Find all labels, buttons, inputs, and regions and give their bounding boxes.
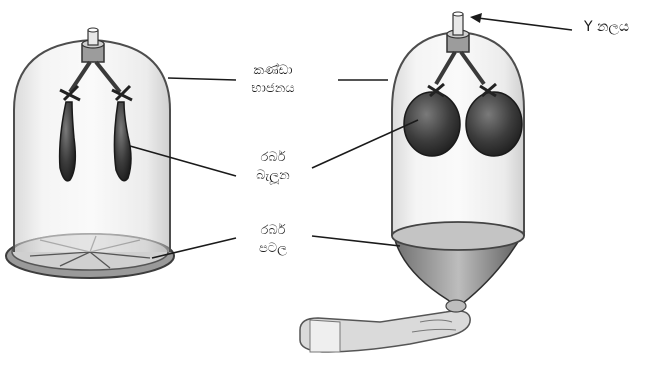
label-balloons-line2: බැලූන: [238, 167, 308, 185]
sleeve-cuff: [310, 320, 340, 352]
ytube-arrowhead: [470, 13, 482, 23]
leader-diaphragm-right: [312, 236, 400, 246]
label-bell-jar-line1: කණ්ඩා: [238, 62, 308, 80]
hand: [300, 300, 470, 352]
label-bell-jar: කණ්ඩා භාජනය: [238, 62, 308, 98]
left-bell-jar: [6, 28, 174, 278]
label-diaphragm: රබර් පටල: [238, 222, 308, 258]
right-glass-tube: [453, 14, 463, 35]
label-diaphragm-line2: පටල: [238, 240, 308, 258]
right-jar-rim: [392, 222, 524, 250]
leader-bell-left: [168, 78, 236, 80]
label-diaphragm-line1: රබර්: [238, 222, 308, 240]
leader-ytube: [478, 18, 572, 30]
membrane-knot: [446, 300, 466, 312]
right-inflated-balloon-left: [404, 92, 460, 156]
label-y-tube: Y නලය: [584, 18, 629, 36]
label-bell-jar-line2: භාජනය: [238, 80, 308, 98]
right-bell-jar: [392, 12, 524, 305]
label-balloons: රබර් බැලූන: [238, 149, 308, 185]
label-balloons-line1: රබර්: [238, 149, 308, 167]
right-inflated-balloon-right: [466, 92, 522, 156]
left-glass-dome: [14, 40, 170, 252]
